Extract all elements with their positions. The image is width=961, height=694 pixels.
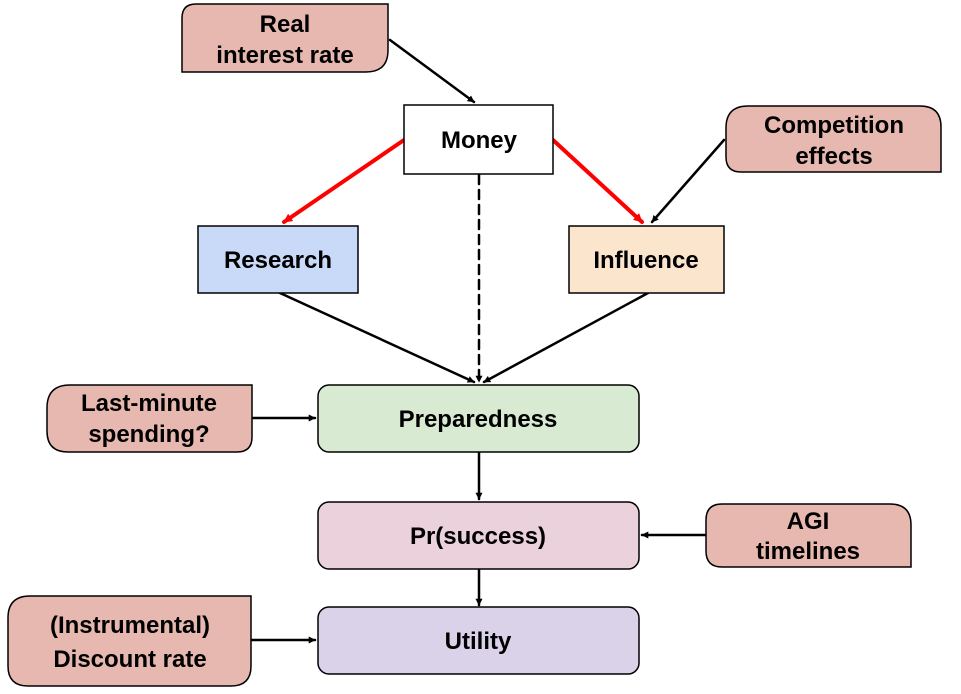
input-factor-last-minute-spending: Last-minute spending? [46, 384, 253, 453]
input-agi-timelines-line2: timelines [756, 538, 860, 565]
node-preparedness: Preparedness [317, 384, 640, 453]
edge-competition-to-influence [650, 138, 726, 224]
edge-money-to-influence [551, 138, 644, 224]
input-factor-real-interest-rate: Real interest rate [181, 3, 389, 73]
node-influence-label: Influence [593, 247, 698, 274]
input-discount-rate-line2: Discount rate [53, 646, 206, 673]
node-money-label: Money [441, 127, 518, 154]
edge-research-to-preparedness [278, 291, 476, 384]
edge-influence-to-preparedness [482, 291, 650, 384]
node-preparedness-label: Preparedness [399, 406, 558, 433]
input-factor-competition-effects: Competition effects [725, 105, 942, 173]
node-influence: Influence [568, 225, 725, 294]
edges [250, 38, 726, 644]
input-real-interest-rate-line1: Real [260, 11, 311, 38]
input-discount-rate-line1: (Instrumental) [50, 612, 210, 639]
edge-money-to-research [282, 138, 406, 224]
input-factor-agi-timelines: AGI timelines [705, 503, 912, 568]
node-money: Money [403, 104, 554, 175]
input-last-minute-spending-line2: spending? [88, 421, 209, 448]
node-pr-success: Pr(success) [317, 501, 640, 570]
input-real-interest-rate-line2: interest rate [216, 42, 353, 69]
node-utility: Utility [317, 606, 640, 675]
input-competition-effects-line2: effects [795, 143, 872, 170]
edge-interest-to-money [388, 38, 476, 104]
input-last-minute-spending-line1: Last-minute [81, 390, 217, 417]
input-agi-timelines-line1: AGI [787, 508, 830, 535]
node-pr-success-label: Pr(success) [410, 523, 546, 550]
input-factor-discount-rate: (Instrumental) Discount rate [7, 595, 252, 687]
node-research-label: Research [224, 247, 332, 274]
input-competition-effects-line1: Competition [764, 112, 904, 139]
node-utility-label: Utility [445, 628, 512, 655]
node-research: Research [197, 225, 359, 294]
